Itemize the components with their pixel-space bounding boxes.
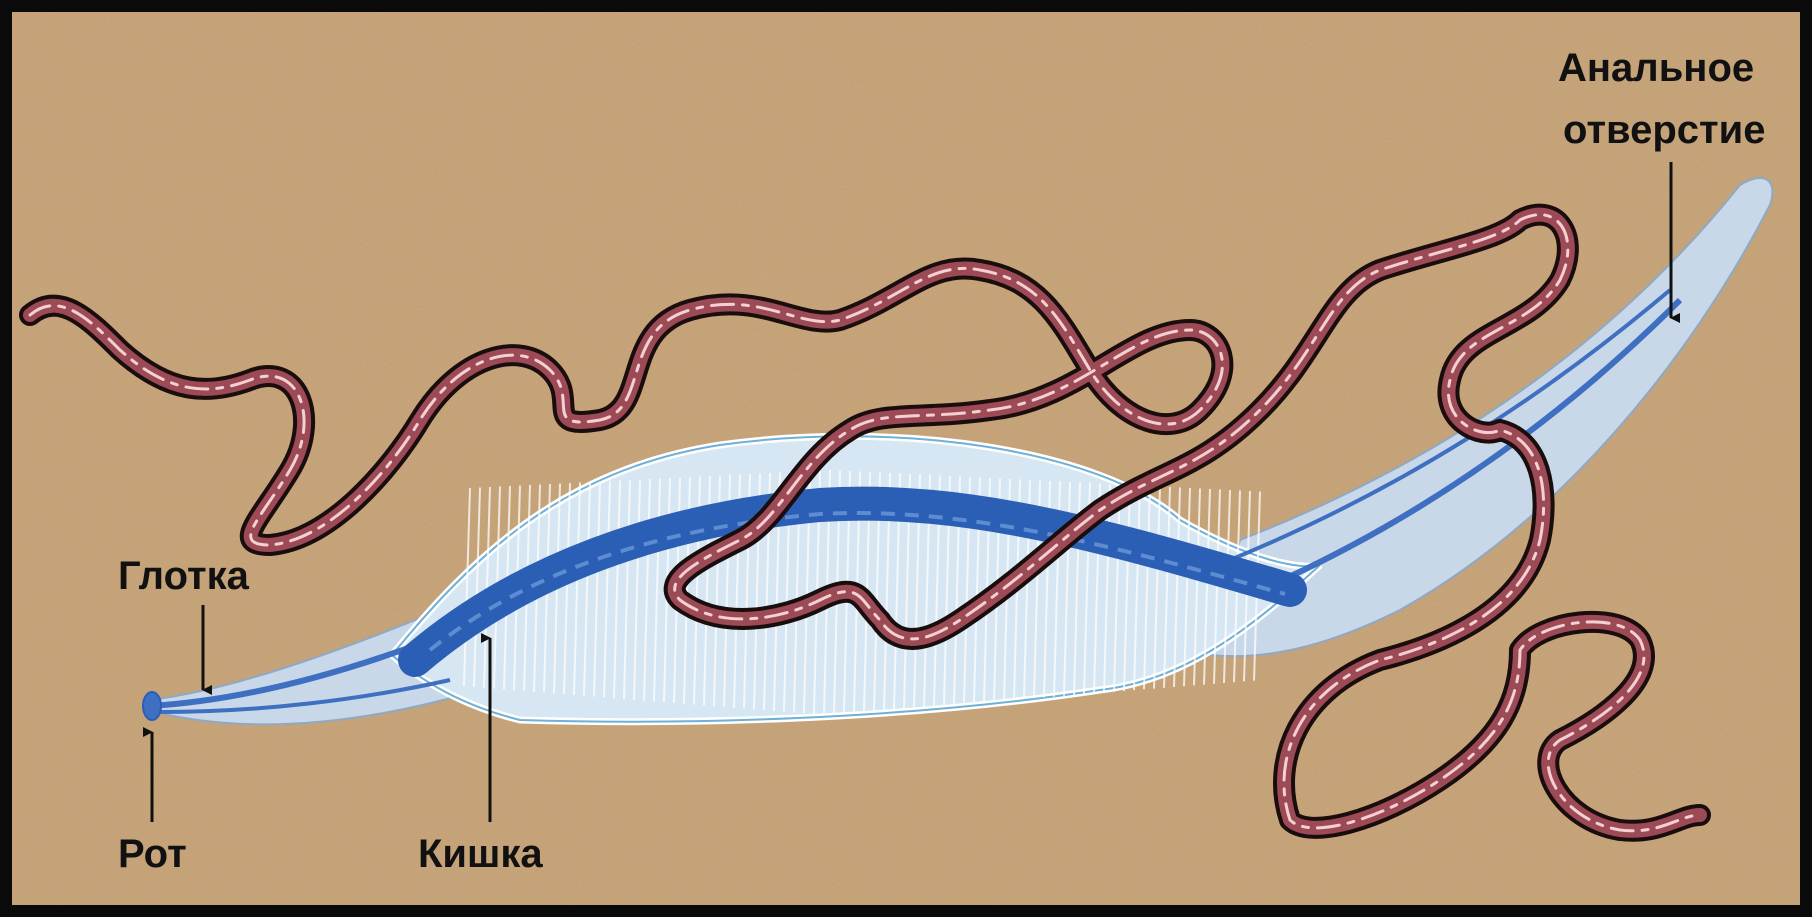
- label-anus-line2: отверстие: [1563, 110, 1765, 150]
- label-intestine: Кишка: [418, 834, 543, 874]
- label-pharynx: Глотка: [118, 556, 249, 596]
- label-mouth: Рот: [118, 834, 187, 874]
- mouth-opening: [143, 692, 161, 720]
- label-anus-line1: Анальное: [1558, 48, 1754, 88]
